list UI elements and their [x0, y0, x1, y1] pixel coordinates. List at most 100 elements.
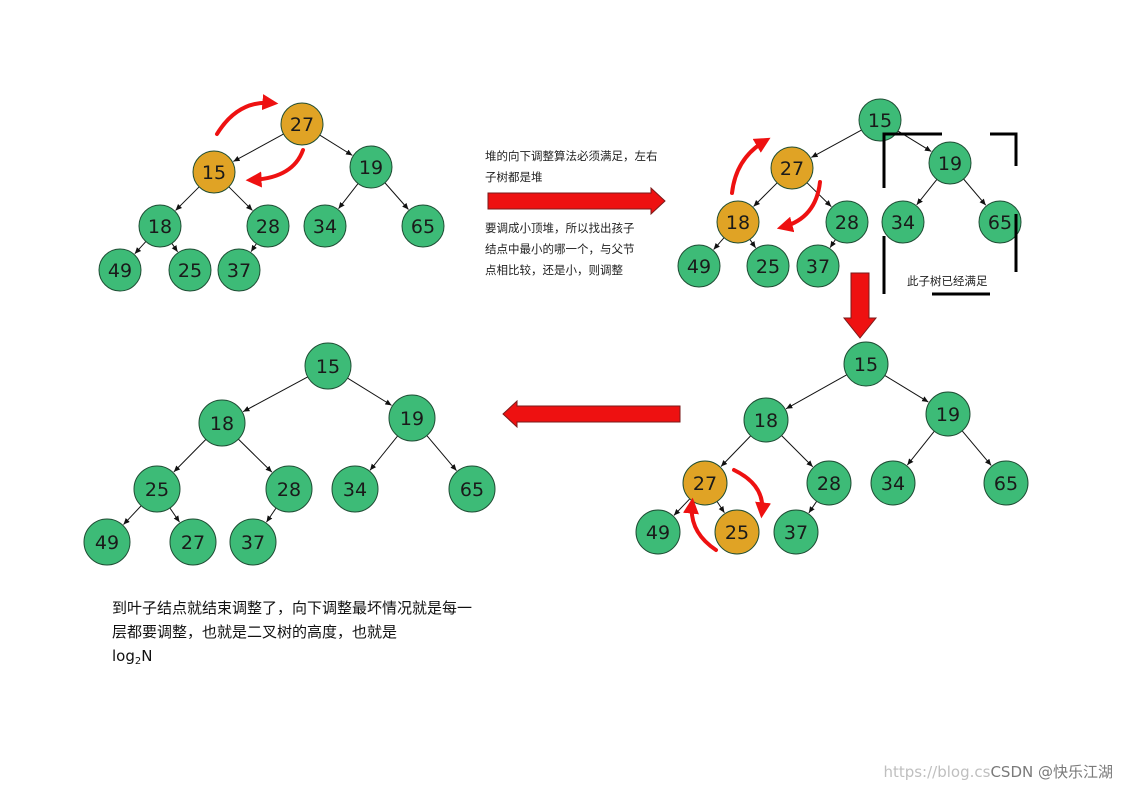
- stage2-node-34: [881, 200, 925, 244]
- stage3-edge: [906, 429, 936, 466]
- stage4-edge: [168, 506, 180, 523]
- stage2-node-18: [716, 200, 760, 244]
- stage3-node-27: [682, 460, 728, 506]
- stage2-node-label: 34: [891, 212, 915, 234]
- stage4-node-label: 65: [460, 479, 484, 501]
- block-arrow-right: [487, 186, 666, 216]
- watermark-url: https://blog.cs: [883, 763, 991, 781]
- stage4-node-27: [169, 518, 217, 566]
- stage1-edge: [175, 185, 201, 211]
- stage1-node-65: [401, 204, 445, 248]
- stage3-node-18: [743, 397, 789, 443]
- swap-arrow-up-1: [215, 94, 279, 136]
- stage4-node-65: [448, 465, 496, 513]
- stage4-edge: [369, 434, 400, 471]
- stage2-node-27: [770, 146, 814, 190]
- stage3-edge: [882, 373, 929, 403]
- stage1-node-label: 25: [178, 260, 202, 282]
- stage1-edge: [338, 181, 360, 209]
- stage2-node-25: [746, 244, 790, 288]
- stage2-edge: [916, 177, 939, 206]
- stage2-node-label: 49: [687, 256, 711, 278]
- conclusion-note: 到叶子结点就结束调整了，向下调整最坏情况就是每一层都要调整，也就是二叉树的高度，…: [112, 596, 474, 674]
- stage4-edge: [123, 503, 143, 525]
- block-arrow-down: [842, 272, 878, 339]
- stage1-node-label: 37: [227, 260, 251, 282]
- stage1-node-34: [303, 204, 347, 248]
- stage3-node-34: [870, 460, 916, 506]
- stage3-node-15: [843, 341, 889, 387]
- stage1-node-15: [192, 150, 236, 194]
- stage4-node-34: [331, 465, 379, 513]
- stage4-node-label: 49: [95, 532, 119, 554]
- stage1-edge: [233, 132, 286, 162]
- stage3-edge: [720, 434, 753, 467]
- stage4-edge: [345, 376, 392, 406]
- stage2-node-19: [928, 141, 972, 185]
- block-arrow-left: [502, 399, 681, 429]
- stage4-node-25: [133, 465, 181, 513]
- stage3-node-label: 49: [646, 522, 670, 544]
- stage3-edge: [715, 499, 725, 514]
- stage2-node-label: 15: [868, 110, 892, 132]
- stage2-node-label: 19: [938, 153, 962, 175]
- stage4-node-18: [198, 399, 246, 447]
- stage3-node-label: 15: [854, 354, 878, 376]
- stage1-edge: [134, 239, 148, 255]
- stage1-node-19: [349, 145, 393, 189]
- stage1-node-27: [280, 102, 324, 146]
- stage4-node-label: 19: [400, 408, 424, 430]
- stage2-edge: [811, 128, 864, 158]
- stage4-edge: [242, 375, 310, 413]
- watermark-brand: CSDN @快乐江湖: [990, 763, 1113, 781]
- swap-arrow-up-2: [730, 137, 771, 195]
- stage2-node-49: [677, 244, 721, 288]
- stage3-node-25: [714, 509, 760, 555]
- stage4-node-19: [388, 394, 436, 442]
- stage3-node-65: [983, 460, 1029, 506]
- stage1-edge: [317, 133, 353, 156]
- stage3-node-label: 25: [725, 522, 749, 544]
- satisfied-subtree-label: 此子树已经满足: [907, 274, 988, 288]
- stage2-node-label: 18: [726, 212, 750, 234]
- stage4-edge: [173, 437, 208, 473]
- stage2-node-37: [796, 244, 840, 288]
- stage4-node-label: 37: [241, 532, 265, 554]
- stage4-node-49: [83, 518, 131, 566]
- stage1-node-37: [217, 248, 261, 292]
- stage1-node-label: 28: [256, 216, 280, 238]
- stage2-edge: [713, 235, 726, 250]
- swap-arrow-up-3: [683, 497, 718, 552]
- stage2-node-label: 28: [835, 212, 859, 234]
- stage3-node-label: 18: [754, 410, 778, 432]
- stage2-edge: [961, 177, 987, 206]
- stage2-node-label: 37: [806, 256, 830, 278]
- stage4-node-15: [304, 342, 352, 390]
- stage4-node-label: 27: [181, 532, 205, 554]
- stage3-edge: [960, 428, 992, 466]
- satisfied-subtree-box: [882, 132, 1018, 296]
- stage1-node-49: [98, 248, 142, 292]
- stage1-node-label: 18: [148, 216, 172, 238]
- stage4-node-28: [265, 465, 313, 513]
- swap-arrow-down-2: [776, 180, 822, 233]
- stage3-node-label: 34: [881, 473, 905, 495]
- stage1-node-label: 49: [108, 260, 132, 282]
- stage3-edge: [785, 373, 849, 410]
- stage3-node-28: [806, 460, 852, 506]
- stage2-node-label: 65: [988, 212, 1012, 234]
- swap-arrow-down-1: [245, 148, 305, 188]
- stage2-node-15: [858, 98, 902, 142]
- stage4-node-label: 25: [145, 479, 169, 501]
- stage2-node-label: 27: [780, 158, 804, 180]
- stage3-node-label: 37: [784, 522, 808, 544]
- stage4-node-label: 15: [316, 356, 340, 378]
- heap-rule-note: 堆的向下调整算法必须满足，左右子树都是堆: [485, 149, 658, 184]
- small-heap-note: 要调成小顶堆，所以找出孩子结点中最小的哪一个，与父节点相比较，还是小，则调整: [485, 221, 635, 277]
- conclusion-text: 到叶子结点就结束调整了，向下调整最坏情况就是每一层都要调整，也就是二叉树的高度，…: [112, 599, 473, 641]
- stage1-node-18: [138, 204, 182, 248]
- stage1-node-25: [168, 248, 212, 292]
- swap-arrow-down-3: [732, 468, 772, 519]
- log-formula: log2N: [112, 647, 153, 667]
